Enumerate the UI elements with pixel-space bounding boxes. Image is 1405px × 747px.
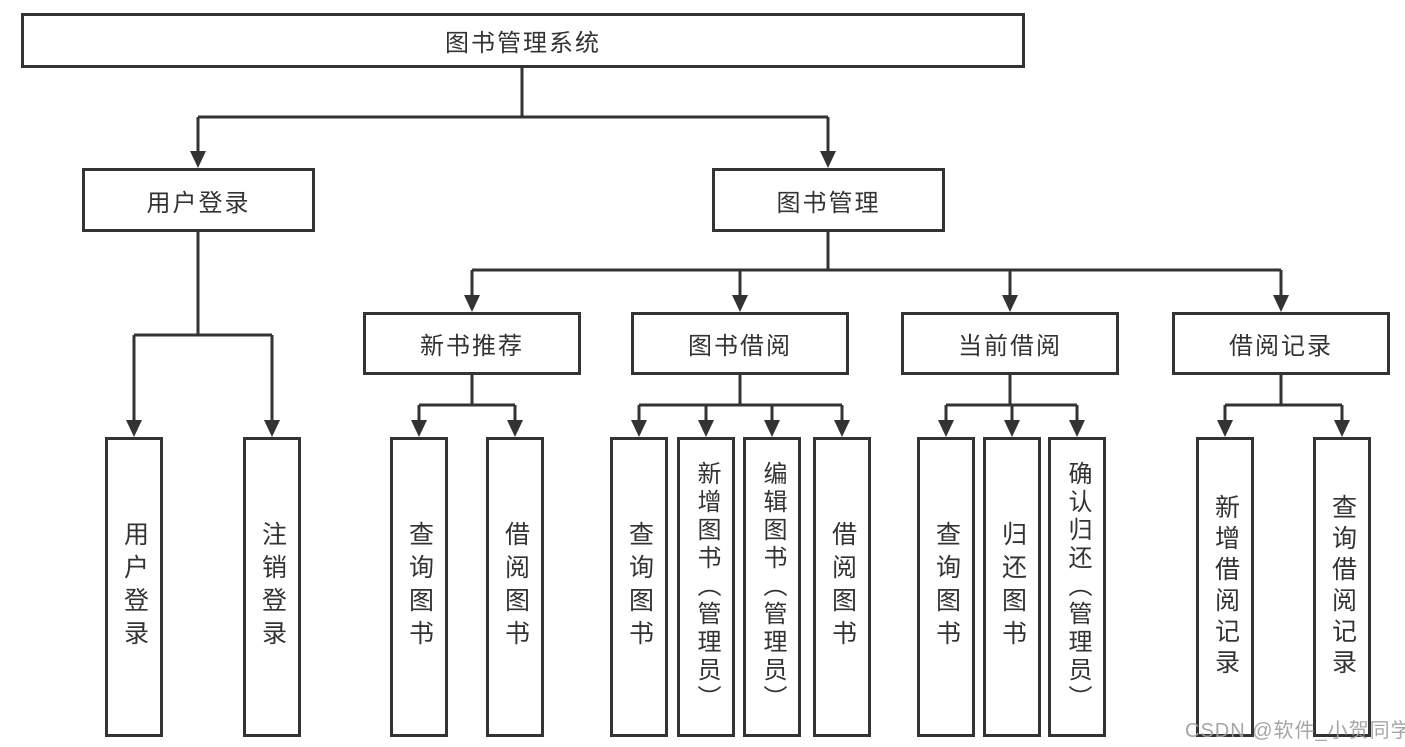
leaf-confirm-return-admin-label: 确认归还（管理员） — [1064, 461, 1091, 713]
node-book-management-label: 图书管理 — [776, 189, 881, 217]
leaf-user-login-label: 用户登录 — [120, 521, 149, 653]
node-borrow-records: 借阅记录 — [1172, 312, 1390, 375]
leaf-edit-book-admin: 编辑图书（管理员） — [743, 437, 801, 737]
leaf-confirm-return-admin: 确认归还（管理员） — [1048, 437, 1106, 737]
node-book-borrow: 图书借阅 — [631, 312, 849, 375]
node-user-login-label: 用户登录 — [146, 189, 251, 217]
node-root-label: 图书管理系统 — [445, 30, 601, 57]
node-new-book-recommend-label: 新书推荐 — [420, 333, 524, 360]
leaf-borrow-books-recommend: 借阅图书 — [486, 437, 544, 737]
node-new-book-recommend: 新书推荐 — [363, 312, 581, 375]
leaf-return-book-label: 归还图书 — [998, 521, 1027, 653]
leaf-query-books-borrow-label: 查询图书 — [625, 521, 654, 653]
leaf-add-book-admin-label: 新增图书（管理员） — [693, 461, 720, 713]
leaf-user-login: 用户登录 — [105, 437, 163, 737]
leaf-add-borrow-record-label: 新增借阅记录 — [1211, 494, 1240, 680]
leaf-logout: 注销登录 — [243, 437, 301, 737]
leaf-borrow-books-recommend-label: 借阅图书 — [501, 521, 530, 653]
node-current-borrow: 当前借阅 — [901, 312, 1119, 375]
leaf-query-books-current: 查询图书 — [917, 437, 975, 737]
arrow-down-icons — [126, 151, 1350, 437]
csdn-watermark: CSDN @软件_小贺同学 — [1185, 720, 1405, 742]
leaf-return-book: 归还图书 — [983, 437, 1041, 737]
leaf-borrow-books-borrow: 借阅图书 — [813, 437, 871, 737]
leaf-query-books-recommend: 查询图书 — [390, 437, 448, 737]
leaf-borrow-books-borrow-label: 借阅图书 — [828, 521, 857, 653]
leaf-add-borrow-record: 新增借阅记录 — [1196, 437, 1254, 737]
node-root: 图书管理系统 — [21, 13, 1025, 68]
leaf-edit-book-admin-label: 编辑图书（管理员） — [759, 461, 786, 713]
node-current-borrow-label: 当前借阅 — [958, 333, 1062, 360]
node-book-borrow-label: 图书借阅 — [688, 333, 792, 360]
node-book-management: 图书管理 — [712, 168, 945, 232]
leaf-query-books-recommend-label: 查询图书 — [405, 521, 434, 653]
node-user-login: 用户登录 — [82, 168, 315, 232]
leaf-add-book-admin: 新增图书（管理员） — [677, 437, 735, 737]
leaf-logout-label: 注销登录 — [258, 521, 287, 653]
leaf-query-borrow-record-label: 查询借阅记录 — [1328, 494, 1357, 680]
leaf-query-books-borrow: 查询图书 — [610, 437, 668, 737]
node-borrow-records-label: 借阅记录 — [1229, 333, 1333, 360]
leaf-query-borrow-record: 查询借阅记录 — [1313, 437, 1371, 737]
leaf-query-books-current-label: 查询图书 — [932, 521, 961, 653]
